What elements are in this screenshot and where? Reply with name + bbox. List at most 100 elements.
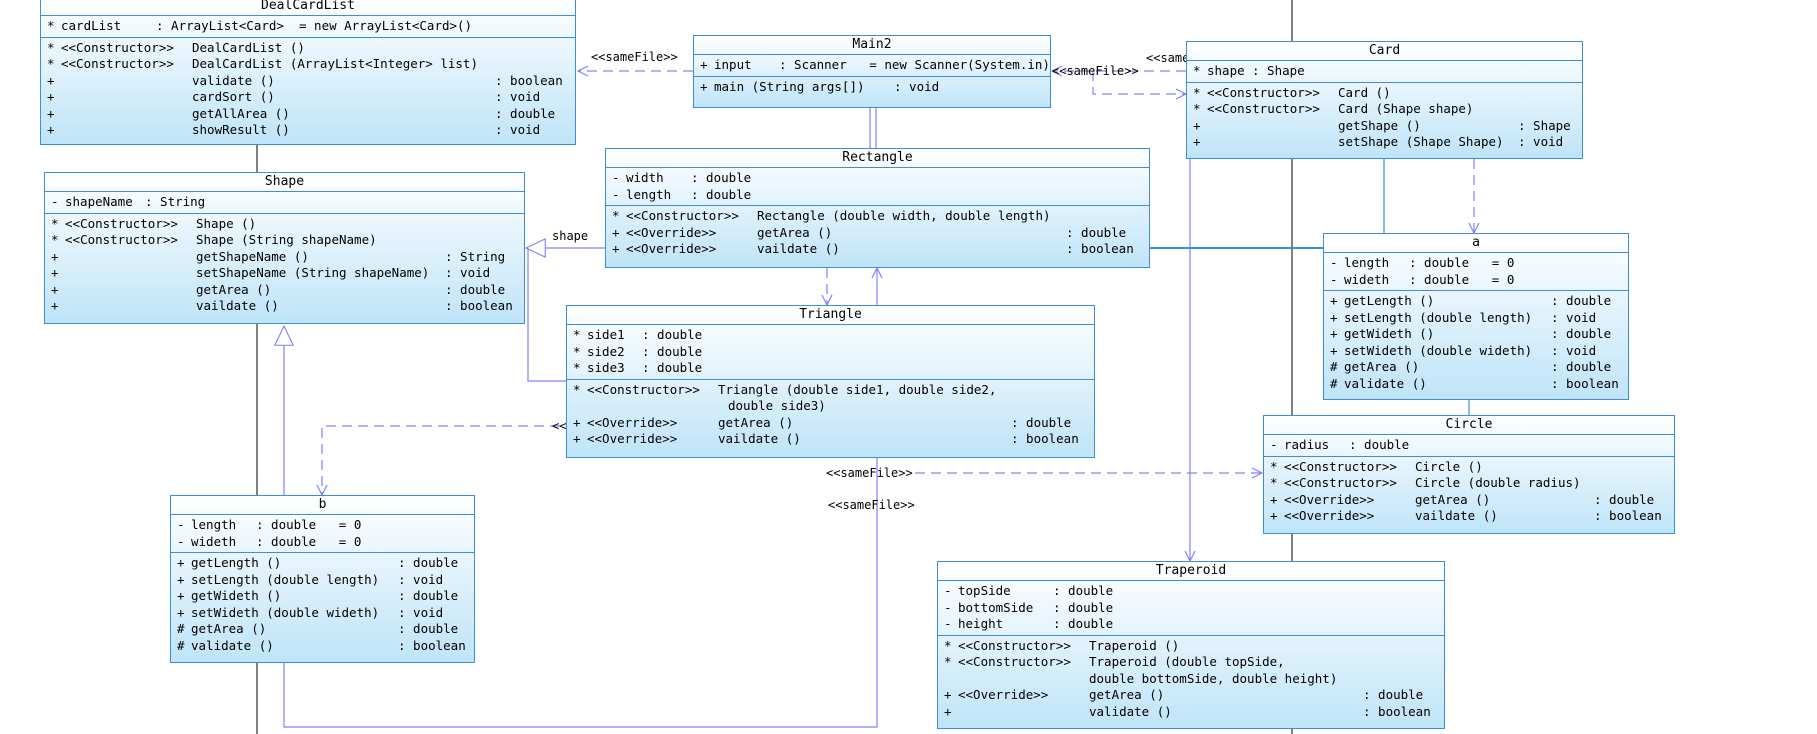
visibility-marker: * — [612, 208, 620, 223]
samefile-label-triangle-circle: <<sameFile>> — [826, 466, 913, 480]
class-name-a: a — [1324, 234, 1628, 253]
method-row: #getArea (): double — [171, 621, 474, 638]
method-signature: validate () — [1344, 375, 1427, 391]
visibility-marker: - — [1330, 255, 1338, 270]
method-row: +<<Override>>vaildate (): boolean — [1264, 508, 1674, 525]
visibility-marker: + — [700, 57, 708, 72]
stereotype: <<Constructor>> — [626, 208, 739, 223]
class-name-triangle: Triangle — [567, 306, 1094, 325]
class-traperoid[interactable]: Traperoid-topSide: double-bottomSide: do… — [937, 561, 1445, 729]
method-signature: vaildate () — [1415, 508, 1498, 523]
methods-section: +getLength (): double+setLength (double … — [171, 553, 474, 656]
stereotype: <<Constructor>> — [958, 637, 1071, 653]
visibility-marker: * — [1193, 84, 1201, 100]
method-signature: vaildate () — [196, 298, 279, 313]
visibility-marker: * — [1270, 458, 1278, 474]
method-row: *<<Constructor>>Card () — [1187, 85, 1582, 102]
class-triangle[interactable]: Triangle*side1: double*side2: double*sid… — [566, 305, 1095, 458]
method-signature: getArea () — [1344, 359, 1420, 374]
method-signature: getShapeName () — [196, 248, 309, 264]
method-row: +getAllArea (): double — [41, 106, 575, 123]
method-signature: validate () — [191, 637, 274, 653]
class-card[interactable]: Card*shape: Shape*<<Constructor>>Card ()… — [1186, 41, 1583, 159]
attributes-section: -length: double = 0-wideth: double = 0 — [1324, 253, 1628, 291]
visibility-marker: - — [944, 616, 952, 631]
class-rectangle[interactable]: Rectangle-width: double-length: double*<… — [605, 148, 1150, 268]
visibility-marker: + — [177, 555, 185, 570]
class-dealcardlist[interactable]: DealCardList*cardList: ArrayList<Card> =… — [40, 0, 576, 145]
attributes-section: -shapeName: String — [45, 192, 524, 214]
visibility-marker: + — [573, 431, 581, 446]
visibility-marker: + — [1193, 134, 1201, 149]
attribute-name: length — [626, 186, 672, 202]
type-annotation: : Scanner = new Scanner(System.in) — [779, 57, 1050, 72]
visibility-marker: + — [700, 78, 708, 94]
method-signature: setLength (double length) — [191, 571, 380, 587]
methods-section: *<<Constructor>>DealCardList ()*<<Constr… — [41, 38, 575, 141]
stereotype: <<Override>> — [626, 224, 717, 240]
method-signature: Card () — [1338, 84, 1391, 100]
method-row: +<<Override>>getArea (): double — [938, 687, 1444, 704]
type-annotation: : double — [642, 327, 703, 342]
type-annotation: : boolean — [1066, 241, 1134, 256]
attribute-name: width — [626, 170, 664, 185]
attributes-section: -width: double-length: double — [606, 168, 1149, 206]
class-name-b: b — [171, 496, 474, 515]
attribute-row: -length: double = 0 — [171, 517, 474, 534]
method-signature: setWideth (double wideth) — [191, 604, 380, 620]
visibility-marker: + — [51, 298, 59, 313]
class-circle[interactable]: Circle-radius: double*<<Constructor>>Cir… — [1263, 415, 1675, 534]
attribute-name: shape — [1207, 63, 1245, 78]
method-row: +showResult (): void — [41, 122, 575, 139]
type-annotation: : void — [445, 265, 491, 280]
method-signature: Traperoid () — [1089, 637, 1180, 653]
type-annotation: : double — [1551, 293, 1612, 308]
method-signature: Card (Shape shape) — [1338, 101, 1474, 116]
class-a[interactable]: a-length: double = 0-wideth: double = 0+… — [1323, 233, 1629, 400]
method-signature: getShape () — [1338, 117, 1421, 133]
type-annotation: : double — [642, 343, 703, 359]
method-signature: getAllArea () — [192, 105, 290, 121]
class-name-traperoid: Traperoid — [938, 562, 1444, 581]
type-annotation: : boolean — [445, 298, 513, 313]
class-b[interactable]: b-length: double = 0-wideth: double = 0+… — [170, 495, 475, 663]
type-annotation: : Shape — [1518, 117, 1571, 133]
visibility-marker: - — [944, 583, 952, 598]
visibility-marker: * — [944, 637, 952, 653]
stereotype: <<Override>> — [1284, 491, 1375, 507]
visibility-marker: * — [573, 343, 581, 359]
attribute-name: side3 — [587, 360, 625, 375]
method-signature: getArea () — [1415, 491, 1491, 507]
method-row: double side3) — [567, 398, 1094, 415]
method-signature: Triangle (double side1, double side2, — [718, 381, 997, 397]
method-row: +<<Override>>vaildate (): boolean — [606, 241, 1149, 258]
method-row: +<<Override>>getArea (): double — [1264, 492, 1674, 509]
type-annotation: : double — [691, 186, 752, 202]
visibility-marker: + — [47, 122, 55, 137]
class-main2[interactable]: Main2+input: Scanner = new Scanner(Syste… — [693, 35, 1051, 108]
method-row: #validate (): boolean — [1324, 376, 1628, 393]
attribute-name: length — [1344, 255, 1390, 270]
method-row: #getArea (): double — [1324, 359, 1628, 376]
method-signature: getArea () — [191, 621, 267, 636]
class-shape[interactable]: Shape-shapeName: String*<<Constructor>>S… — [44, 172, 525, 324]
methods-section: *<<Constructor>>Traperoid ()*<<Construct… — [938, 636, 1444, 723]
visibility-marker: + — [177, 588, 185, 603]
attributes-section: +input: Scanner = new Scanner(System.in) — [694, 55, 1050, 77]
visibility-marker: - — [177, 517, 185, 532]
methods-section: *<<Constructor>>Rectangle (double width,… — [606, 206, 1149, 260]
method-signature: Shape () — [196, 215, 257, 231]
method-signature: setWideth (double wideth) — [1344, 342, 1533, 358]
visibility-marker: * — [1193, 63, 1201, 78]
method-row: *<<Constructor>>Shape () — [45, 216, 524, 233]
type-annotation: : void — [894, 78, 940, 94]
method-signature: cardSort () — [192, 89, 275, 104]
method-signature: getArea () — [196, 281, 272, 297]
visibility-marker: * — [51, 215, 59, 231]
method-signature: setShapeName (String shapeName) — [196, 265, 430, 280]
visibility-marker: * — [47, 39, 55, 55]
visibility-marker: + — [1270, 508, 1278, 523]
visibility-marker: - — [612, 170, 620, 185]
method-row: +<<Override>>vaildate (): boolean — [567, 431, 1094, 448]
class-name-dealcardlist: DealCardList — [41, 0, 575, 16]
